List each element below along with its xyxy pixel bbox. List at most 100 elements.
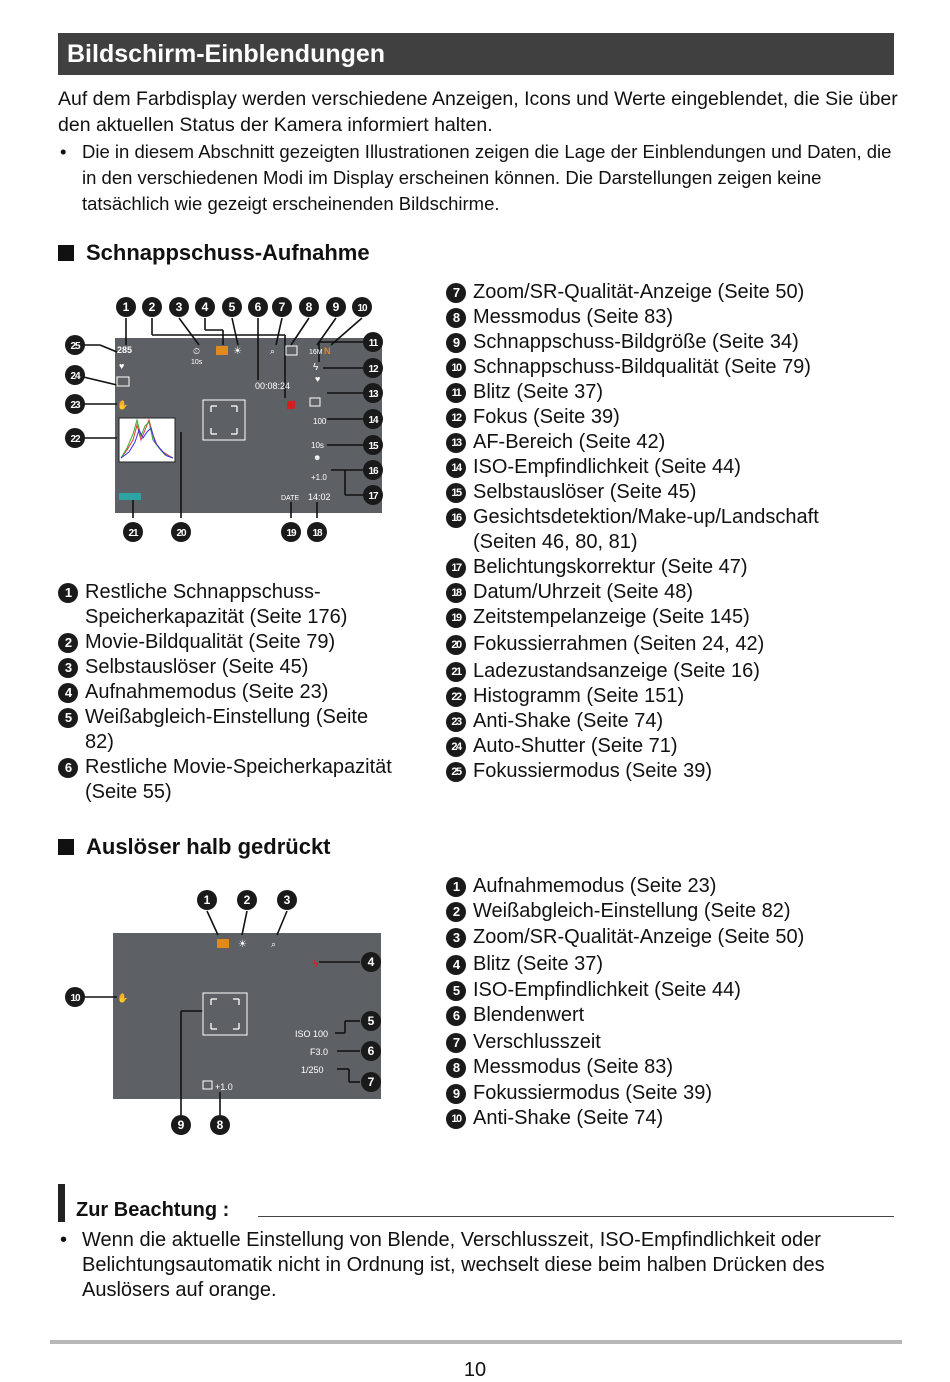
- svg-text:9: 9: [333, 300, 340, 314]
- self-timer-icon: ⏲: [193, 346, 200, 356]
- timer-value: 10s: [311, 441, 324, 450]
- histogram-blue: [120, 427, 174, 459]
- zoom-icon: ⌕: [270, 346, 275, 356]
- svg-text:10: 10: [357, 303, 368, 314]
- af-area-icon: [309, 397, 321, 407]
- intro-bullet-text: Die in diesem Abschnitt gezeigten Illust…: [82, 141, 892, 214]
- svg-text:17: 17: [368, 491, 379, 502]
- svg-text:5: 5: [368, 1014, 375, 1028]
- focus-mode-icon: ♥: [119, 361, 124, 371]
- zoom-icon: ⌕: [271, 939, 276, 949]
- svg-text:22: 22: [70, 434, 81, 445]
- svg-text:9: 9: [178, 1118, 185, 1132]
- svg-text:19: 19: [286, 528, 297, 539]
- note-divider: [258, 1216, 894, 1217]
- svg-text:25: 25: [70, 341, 81, 352]
- page-title: Bildschirm-Einblendungen: [58, 33, 894, 75]
- svg-text:15: 15: [368, 441, 379, 452]
- record-indicator: [287, 401, 295, 409]
- shots-remaining: 285: [117, 345, 132, 355]
- shutter-value: 1/250: [301, 1065, 324, 1075]
- battery-icon: [119, 493, 141, 500]
- self-timer-value: 10s: [191, 359, 203, 366]
- iso-value: 100: [313, 417, 327, 426]
- svg-text:10: 10: [70, 993, 81, 1004]
- svg-text:20: 20: [176, 528, 187, 539]
- face-detect-icon: ☻: [313, 453, 321, 462]
- svg-text:13: 13: [368, 389, 379, 400]
- svg-text:1: 1: [123, 300, 130, 314]
- bullet-mark: •: [60, 1229, 68, 1251]
- svg-text:1: 1: [204, 893, 211, 907]
- svg-text:11: 11: [369, 338, 379, 349]
- svg-text:8: 8: [306, 300, 313, 314]
- image-quality-icon: N: [324, 346, 331, 356]
- snapshot-screen-diagram: 285 ♥ ✋ ⏲ 10s ☀ 00:08:24 ⌕ 16M N ϟ ♥ 100…: [65, 297, 383, 542]
- metering-icon: [202, 1080, 213, 1090]
- anti-shake-icon: ✋: [117, 992, 128, 1003]
- svg-text:8: 8: [217, 1118, 224, 1132]
- image-size: 16M: [309, 349, 323, 356]
- movie-remaining: 00:08:24: [255, 381, 290, 391]
- svg-text:21: 21: [128, 528, 139, 539]
- svg-text:14: 14: [368, 415, 379, 426]
- focus-icon: ♥: [315, 374, 320, 384]
- focus-frame: [202, 992, 248, 1036]
- svg-text:2: 2: [244, 893, 251, 907]
- note-text: Wenn die aktuelle Einstellung von Blende…: [82, 1229, 825, 1301]
- metering-icon: [285, 345, 298, 356]
- svg-text:4: 4: [368, 955, 375, 969]
- ev-value: +1.0: [215, 1082, 233, 1092]
- white-balance-icon: ☀: [233, 346, 242, 357]
- svg-text:7: 7: [368, 1075, 375, 1089]
- svg-text:3: 3: [176, 300, 183, 314]
- callout-numbers: 1 2 3 4 5 6 7 8 9 10 11 12 13 14 15 16 1…: [65, 297, 383, 542]
- section-heading-text: Schnappschuss-Aufnahme: [86, 240, 370, 265]
- svg-text:5: 5: [229, 300, 236, 314]
- svg-text:2: 2: [149, 300, 156, 314]
- record-mode-icon: [216, 346, 228, 355]
- section-heading-half-press: Auslöser halb gedrückt: [58, 834, 331, 860]
- svg-text:6: 6: [255, 300, 262, 314]
- section-heading-snapshot: Schnappschuss-Aufnahme: [58, 240, 370, 266]
- record-mode-icon: [217, 939, 229, 948]
- square-bullet-icon: [58, 839, 74, 855]
- footer-divider: [50, 1340, 902, 1344]
- section-heading-text: Auslöser halb gedrückt: [86, 834, 331, 859]
- svg-text:23: 23: [70, 400, 81, 411]
- focus-frame: [202, 399, 246, 441]
- iso-value: ISO 100: [295, 1029, 328, 1039]
- aperture-value: F3.0: [310, 1047, 328, 1057]
- svg-text:7: 7: [279, 300, 286, 314]
